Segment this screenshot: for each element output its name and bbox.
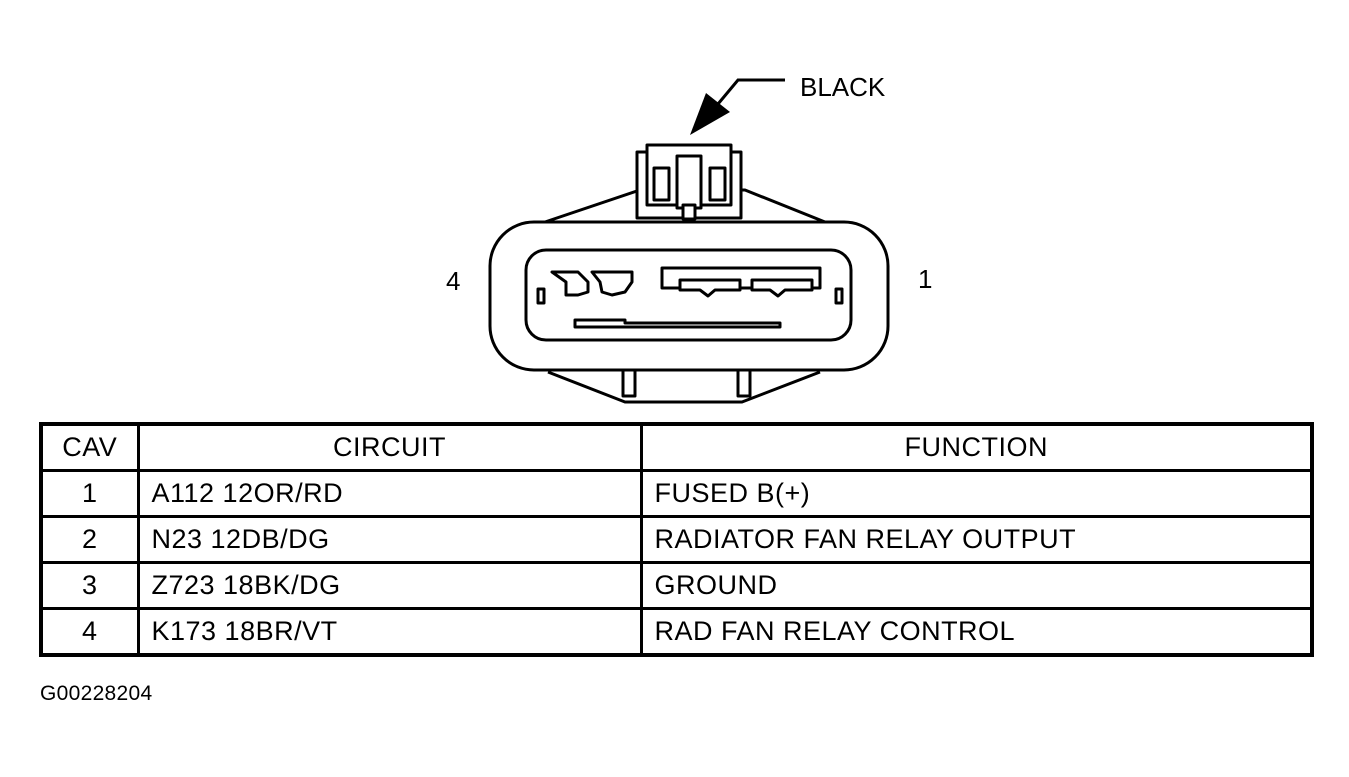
cell-function: GROUND	[639, 561, 1314, 610]
header-circuit: CIRCUIT	[136, 422, 643, 472]
cell-cav: 2	[39, 515, 140, 564]
pinout-table: CAV CIRCUIT FUNCTION 1 A112 12OR/RD FUSE…	[39, 422, 1314, 657]
locator-right	[834, 287, 844, 305]
bottom-tab-right	[736, 368, 752, 398]
color-callout-label: BLACK	[800, 72, 886, 102]
locator-left	[536, 287, 546, 305]
locking-tab-slot-left	[652, 166, 671, 202]
pin-label-right: 1	[918, 264, 932, 294]
table-row: 4 K173 18BR/VT RAD FAN RELAY CONTROL	[39, 607, 1314, 657]
cell-cav: 1	[39, 469, 140, 518]
locking-tab-center	[675, 154, 703, 210]
table-header-row: CAV CIRCUIT FUNCTION	[39, 422, 1314, 472]
callout-arrow-icon	[690, 93, 730, 135]
header-cav: CAV	[39, 422, 140, 472]
cell-circuit: Z723 18BK/DG	[136, 561, 643, 610]
callout-leader	[716, 78, 785, 105]
cell-circuit: N23 12DB/DG	[136, 515, 643, 564]
bottom-tab-left	[621, 368, 637, 398]
key-slot	[573, 318, 782, 329]
cell-cav: 3	[39, 561, 140, 610]
cavity-4	[550, 270, 590, 297]
locking-tab-stem	[681, 203, 697, 221]
cavity-2	[678, 278, 742, 298]
connector-diagram: BLACK 4 1	[446, 72, 932, 404]
cell-circuit: K173 18BR/VT	[136, 607, 643, 657]
table-row: 3 Z723 18BK/DG GROUND	[39, 561, 1314, 610]
connector-lower-body	[547, 370, 821, 404]
locking-tab-slot-right	[708, 166, 727, 202]
cell-circuit: A112 12OR/RD	[136, 469, 643, 518]
header-function: FUNCTION	[639, 422, 1314, 472]
table-row: 1 A112 12OR/RD FUSED B(+)	[39, 469, 1314, 518]
cavity-3	[590, 270, 634, 297]
cavity-1	[750, 278, 814, 298]
table-row: 2 N23 12DB/DG RADIATOR FAN RELAY OUTPUT	[39, 515, 1314, 564]
pin-label-left: 4	[446, 266, 460, 296]
cell-function: FUSED B(+)	[639, 469, 1314, 518]
cell-function: RADIATOR FAN RELAY OUTPUT	[639, 515, 1314, 564]
cell-cav: 4	[39, 607, 140, 657]
cell-function: RAD FAN RELAY CONTROL	[639, 607, 1314, 657]
figure-id: G00228204	[40, 682, 153, 705]
